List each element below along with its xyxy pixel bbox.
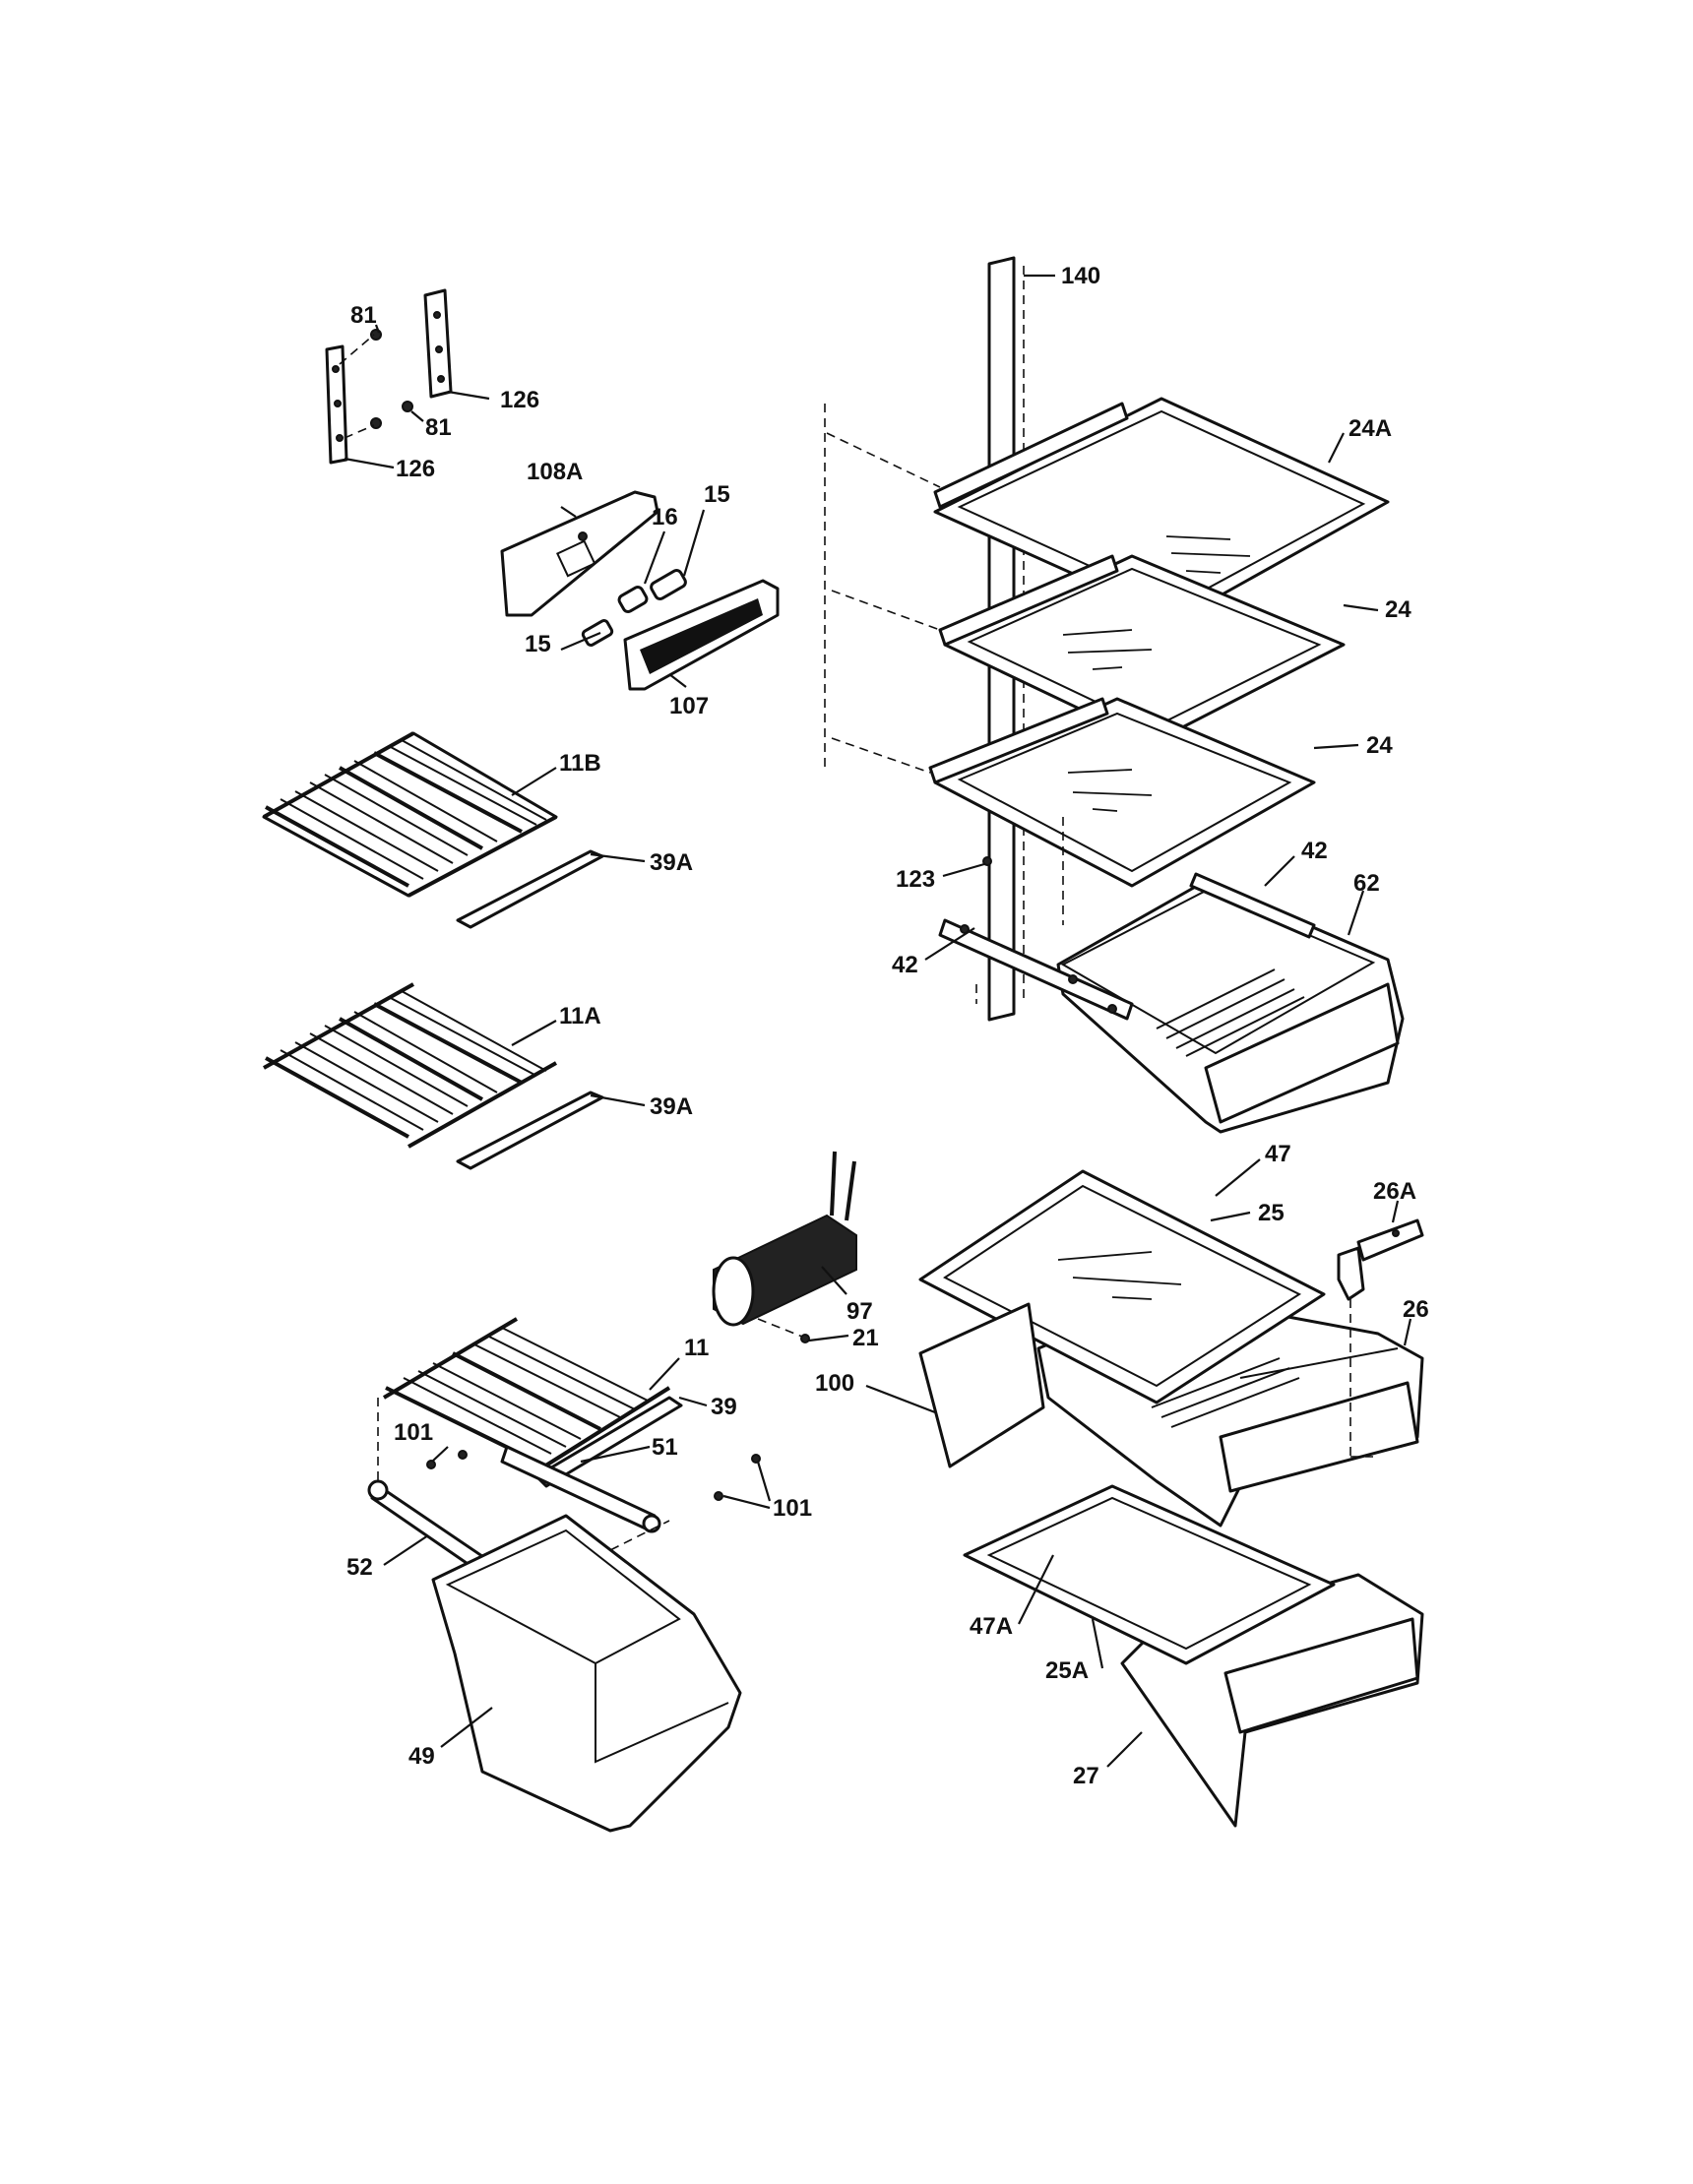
part-24-glass-shelf-middle <box>938 554 1346 745</box>
callout-25: 25 <box>1258 1200 1285 1226</box>
part-39-shelf-trim <box>534 1396 683 1488</box>
callout-15-upper: 15 <box>704 481 730 508</box>
part-107-light-lens <box>623 579 780 691</box>
callout-52: 52 <box>346 1554 373 1581</box>
callout-126-upper: 126 <box>500 387 539 413</box>
part-108a-light-housing <box>500 490 659 617</box>
callout-24a: 24A <box>1348 415 1392 442</box>
callout-107: 107 <box>669 693 709 719</box>
callout-27: 27 <box>1073 1763 1099 1789</box>
callout-26: 26 <box>1403 1296 1429 1323</box>
part-123-screw <box>975 817 1064 1004</box>
callout-97: 97 <box>846 1298 873 1325</box>
callout-140: 140 <box>1061 263 1100 289</box>
part-51-shelf-support-right <box>500 1445 661 1533</box>
part-25-crisper-cover <box>918 1169 1326 1404</box>
callout-39a-upper: 39A <box>650 849 693 876</box>
callout-51: 51 <box>652 1434 678 1461</box>
part-25a-lower-cover <box>963 1484 1336 1665</box>
callout-101-right: 101 <box>773 1495 812 1522</box>
part-11-wire-shelf <box>382 1317 671 1473</box>
callout-100: 100 <box>815 1370 854 1397</box>
callout-49: 49 <box>408 1743 435 1770</box>
callout-24-lower: 24 <box>1366 732 1393 759</box>
callout-81-lower: 81 <box>425 414 452 441</box>
callout-42-left: 42 <box>892 952 918 978</box>
part-100-panel <box>918 1302 1045 1468</box>
part-11b-wire-shelf <box>262 731 558 898</box>
callout-108a: 108A <box>527 459 583 485</box>
callout-11a: 11A <box>559 1003 601 1030</box>
callout-11b: 11B <box>559 750 601 777</box>
part-11a-wire-shelf <box>263 982 557 1149</box>
part-24-glass-shelf-lower <box>928 697 1316 888</box>
callout-24-middle: 24 <box>1385 596 1411 623</box>
callout-25a: 25A <box>1045 1657 1089 1684</box>
part-126-bracket-right <box>423 288 453 399</box>
callout-101-left: 101 <box>394 1419 433 1446</box>
callout-81-upper: 81 <box>350 302 377 329</box>
part-39a-shelf-trim-upper <box>456 849 604 929</box>
part-26a-drawer-stop <box>1337 1218 1424 1458</box>
callout-16: 16 <box>652 504 678 530</box>
part-126-bracket-left <box>325 344 348 465</box>
callout-123: 123 <box>896 866 935 893</box>
part-42-slide-rail-left <box>938 918 1134 1021</box>
callout-47: 47 <box>1265 1141 1291 1167</box>
callout-39a-lower: 39A <box>650 1093 693 1120</box>
shelf-mount-guides <box>824 404 941 774</box>
part-81-screws <box>339 329 413 439</box>
callout-62: 62 <box>1353 870 1380 897</box>
part-39a-shelf-trim-lower <box>456 1091 604 1170</box>
leader-lines <box>344 274 1412 1768</box>
callout-47a: 47A <box>970 1613 1013 1640</box>
callout-11: 11 <box>684 1335 709 1361</box>
part-42-slide-rail-right <box>1189 872 1316 939</box>
callout-39: 39 <box>711 1394 737 1420</box>
callout-labels: 140 81 81 126 126 108A 16 15 15 107 24A … <box>346 263 1429 1789</box>
part-49-storage-bin <box>431 1514 742 1833</box>
callout-126-lower: 126 <box>396 456 435 482</box>
part-15-16-sockets <box>581 569 687 647</box>
callout-42-right: 42 <box>1301 838 1328 864</box>
callout-26a: 26A <box>1373 1178 1416 1205</box>
part-97-fan-motor <box>712 1151 857 1343</box>
callout-15-lower: 15 <box>525 631 551 657</box>
callout-21: 21 <box>852 1325 879 1351</box>
